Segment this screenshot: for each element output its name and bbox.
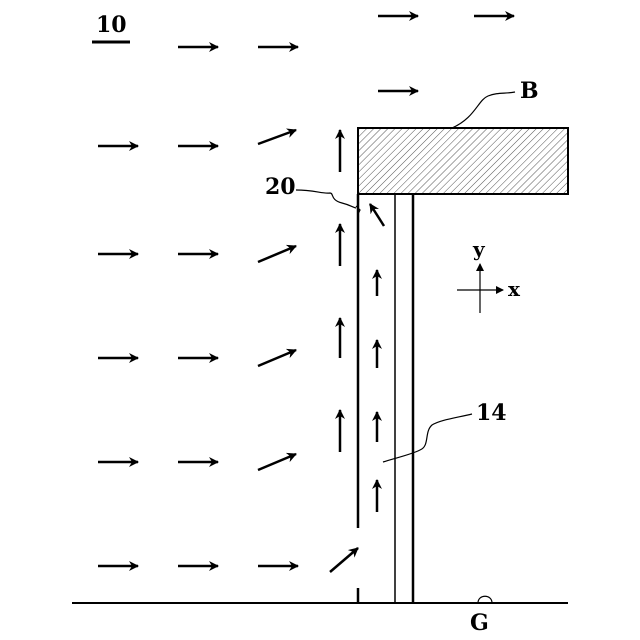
building-leader-line [452, 92, 515, 128]
flow-arrow [258, 130, 296, 144]
flow-arrow-diagonal [370, 204, 384, 226]
component-20-label: 20 [265, 174, 296, 200]
x-axis-label: x [508, 277, 521, 301]
component-14-leader [383, 414, 472, 462]
flow-arrow [258, 350, 296, 366]
ground-label: G [470, 610, 489, 636]
flow-arrow [258, 454, 296, 470]
figure-number: 10 [96, 12, 127, 38]
building-label: B [520, 78, 539, 104]
y-axis-label: y [472, 237, 486, 261]
component-14-label: 14 [476, 400, 507, 426]
ground-leader [478, 596, 492, 603]
building-block [358, 128, 568, 194]
component-20-leader [296, 190, 356, 208]
flow-arrow [258, 246, 296, 262]
flow-arrow-diagonal [330, 548, 358, 572]
